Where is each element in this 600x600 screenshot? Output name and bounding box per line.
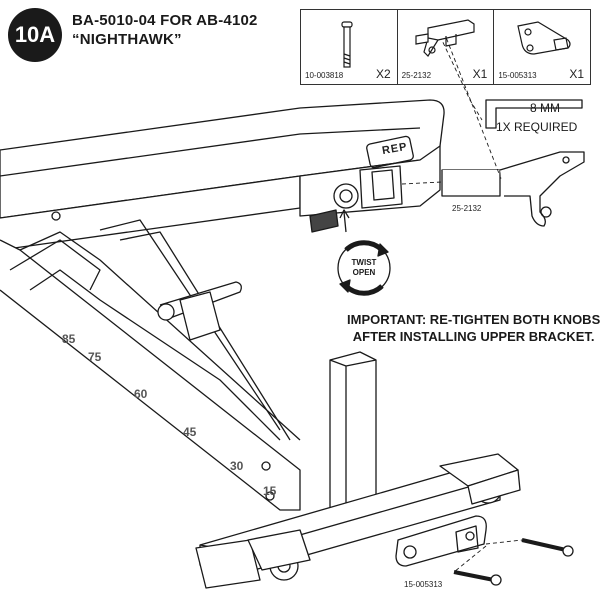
upper-bracket-part: [441, 151, 585, 227]
bolt-icon: [341, 21, 353, 68]
title-name-line: “NIGHTHAWK”: [72, 31, 182, 48]
tool-size: 8 MM: [530, 101, 560, 115]
step-title: BA-5010-04 FOR AB-4102 “NIGHTHAWK”: [72, 11, 258, 49]
angle-label: 75: [88, 350, 102, 364]
part-number: 25-2132: [401, 71, 432, 80]
upper-bracket-icon: [415, 19, 475, 57]
upper-bracket-label: 25-2132: [452, 204, 482, 213]
tool-requirement: 1X REQUIRED: [496, 120, 578, 134]
part-qty: X1: [569, 67, 585, 81]
bolt-part: [453, 570, 502, 586]
wheel-rear-icon: [439, 453, 521, 505]
title-model-line: BA-5010-04 FOR AB-4102: [72, 12, 258, 29]
part-cell-upper-bracket: 25-2132 X1: [398, 10, 495, 84]
lower-bracket-part: [395, 515, 487, 567]
angle-label: 30: [230, 459, 244, 473]
bolt-part: [521, 538, 574, 557]
important-note: IMPORTANT: RE-TIGHTEN BOTH KNOBS AFTER I…: [347, 312, 600, 344]
lower-bracket-icon: [517, 21, 571, 55]
part-cell-bolt: 10-003818 X2: [301, 10, 398, 84]
angle-label: 85: [62, 332, 76, 346]
wheel-front-icon: [247, 529, 311, 581]
part-number: 15-005313: [498, 71, 537, 80]
lower-bracket-label: 15-005313: [404, 580, 443, 589]
center-post: [329, 351, 377, 521]
parts-list: 10-003818 X2 25-2132 X1 15-005313 X1: [300, 9, 591, 85]
part-qty: X2: [375, 67, 391, 81]
angle-label: 45: [183, 425, 197, 439]
hex-key-icon: [485, 99, 583, 129]
angle-label: 60: [134, 387, 148, 401]
angle-label: 15: [263, 484, 277, 498]
adjust-rail: [0, 239, 301, 511]
part-number: 10-003818: [305, 71, 344, 80]
part-cell-lower-bracket: 15-005313 X1: [494, 10, 590, 84]
twist-open-icon: [337, 209, 391, 296]
knob-icon: [309, 183, 359, 233]
twist-open-label: TWIST OPEN: [351, 258, 377, 277]
part-qty: X1: [472, 67, 488, 81]
step-number-badge: 10A: [8, 8, 62, 62]
